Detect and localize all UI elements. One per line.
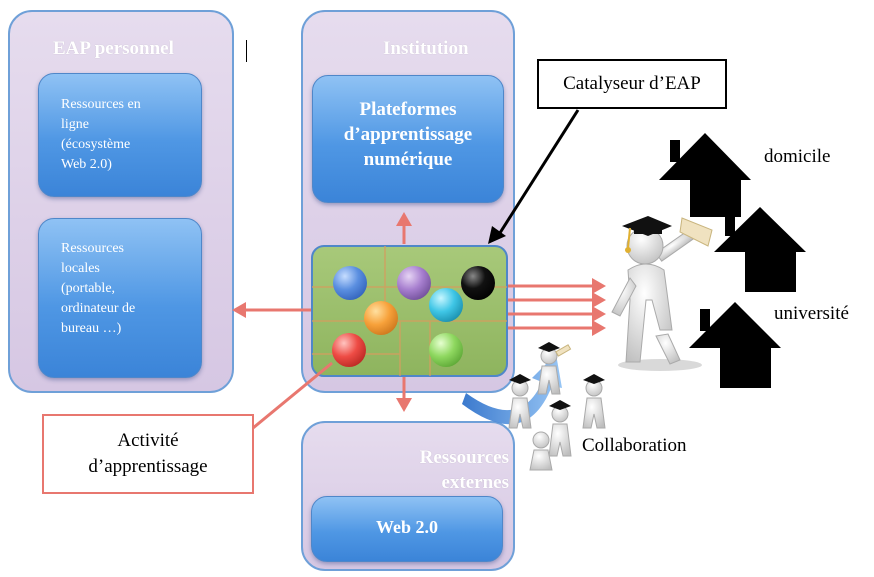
activite-callout: Activité d’apprentissage bbox=[42, 414, 254, 494]
ressources-locales-text: Ressources locales (portable, ordinateur… bbox=[39, 219, 201, 339]
arrow-left bbox=[232, 302, 312, 318]
arrow-right-2 bbox=[507, 292, 606, 308]
domicile-label: domicile bbox=[764, 146, 831, 167]
activite-line-1: Activité bbox=[117, 430, 179, 451]
plateformes-line-3: numérique bbox=[363, 149, 453, 170]
ressources-en-ligne-line-3: (écosystème bbox=[61, 137, 131, 152]
arrow-up bbox=[396, 212, 412, 244]
institution-title: Institution bbox=[383, 38, 469, 59]
arrow-right-1 bbox=[507, 278, 606, 294]
ball-blue bbox=[333, 266, 367, 300]
catalyseur-arrow bbox=[488, 109, 580, 244]
collaboration-arrow-icon bbox=[462, 354, 562, 425]
plateformes-box: Plateformes d’apprentissage numérique bbox=[312, 75, 504, 203]
house-middle-icon bbox=[714, 207, 806, 292]
eap-personnel-title: EAP personnel bbox=[53, 38, 174, 59]
house-universite-icon bbox=[689, 302, 781, 388]
text-cursor bbox=[246, 40, 247, 62]
plateformes-line-2: d’apprentissage bbox=[343, 124, 473, 145]
arrow-right-4 bbox=[507, 320, 606, 336]
ressources-locales-line-3: (portable, bbox=[61, 281, 116, 296]
plateformes-text: Plateformes d’apprentissage numérique bbox=[313, 76, 503, 172]
ball-black bbox=[461, 266, 495, 300]
ball-purple bbox=[397, 266, 431, 300]
ressources-externes-title-text: Ressources externes bbox=[419, 447, 509, 493]
ressources-en-ligne-text: Ressources en ligne (écosystème Web 2.0) bbox=[39, 74, 201, 175]
ressources-locales-line-1: Ressources bbox=[61, 241, 124, 256]
catalyseur-callout: Catalyseur d’EAP bbox=[537, 59, 727, 109]
ball-orange bbox=[364, 301, 398, 335]
ressources-en-ligne-line-4: Web 2.0) bbox=[61, 157, 112, 172]
house-domicile-icon bbox=[659, 133, 751, 217]
small-graduates-icon bbox=[508, 342, 606, 471]
collaboration-label: Collaboration bbox=[582, 435, 687, 456]
activite-line-2: d’apprentissage bbox=[88, 456, 208, 477]
web20-text: Web 2.0 bbox=[375, 517, 438, 537]
ball-cyan bbox=[429, 288, 463, 322]
ressources-externes-title: Ressources externes bbox=[303, 445, 509, 495]
red-arrows bbox=[232, 212, 606, 412]
arrow-down bbox=[396, 376, 412, 412]
plateformes-line-1: Plateformes bbox=[359, 99, 457, 120]
ressources-en-ligne-line-1: Ressources en bbox=[61, 97, 141, 112]
web20-box: Web 2.0 bbox=[311, 496, 503, 562]
ressources-en-ligne-box: Ressources en ligne (écosystème Web 2.0) bbox=[38, 73, 202, 197]
ball-green bbox=[429, 333, 463, 367]
ressources-locales-line-4: ordinateur de bbox=[61, 301, 136, 316]
graduate-figure-icon bbox=[611, 216, 713, 371]
activite-pointer bbox=[252, 361, 333, 430]
catalyseur-label: Catalyseur d’EAP bbox=[563, 73, 701, 94]
ball-red bbox=[332, 333, 366, 367]
ressources-locales-line-2: locales bbox=[61, 261, 100, 276]
activity-balls bbox=[332, 266, 495, 367]
ressources-locales-line-5: bureau …) bbox=[61, 321, 122, 336]
universite-label: université bbox=[774, 303, 849, 324]
arrow-right-3 bbox=[507, 306, 606, 322]
ressources-locales-box: Ressources locales (portable, ordinateur… bbox=[38, 218, 202, 378]
ressources-en-ligne-line-2: ligne bbox=[61, 117, 89, 132]
